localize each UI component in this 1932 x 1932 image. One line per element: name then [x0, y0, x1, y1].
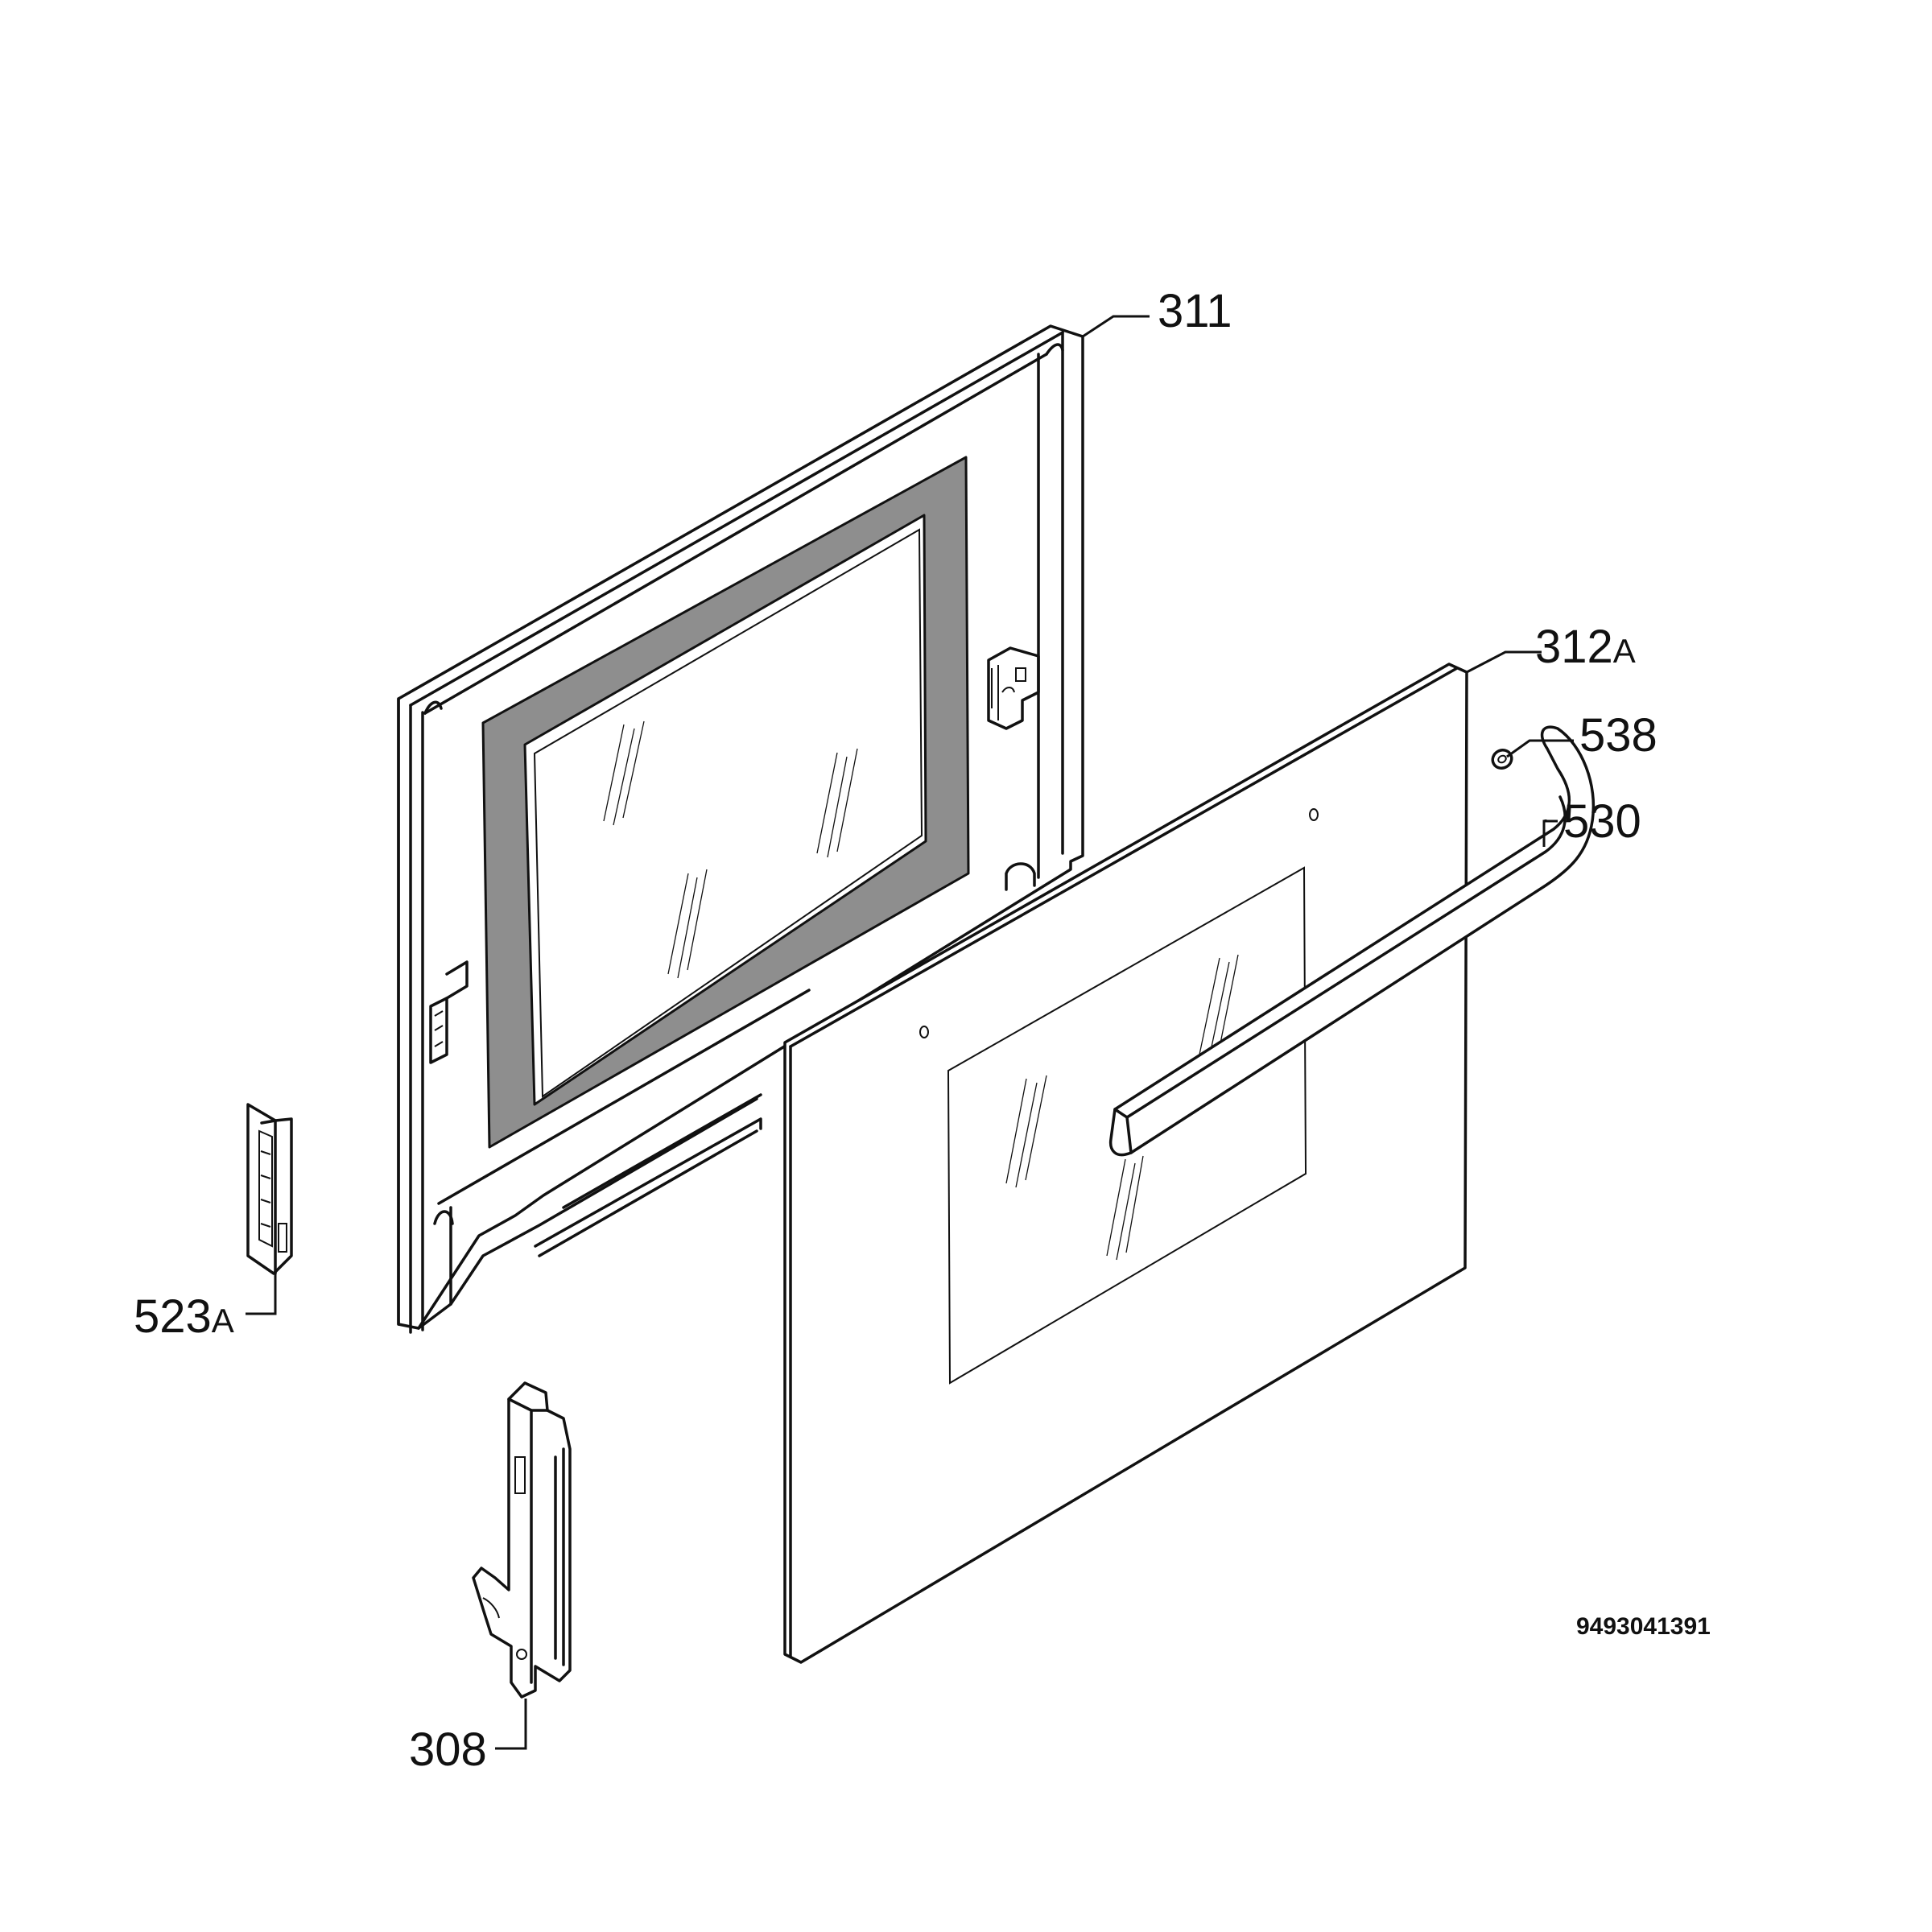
hinge-cover-part-523a [246, 1103, 293, 1275]
label-530: 530 [1563, 795, 1641, 848]
door-handle-part-530 [1108, 725, 1596, 1157]
label-538: 538 [1579, 709, 1657, 762]
outer-door-glass-part-312a [783, 663, 1468, 1664]
document-number: 9493041391 [1576, 1613, 1711, 1640]
label-523a: 523A [134, 1290, 234, 1343]
label-312a-suffix: A [1613, 632, 1636, 670]
small-cap-part-538 [1491, 748, 1513, 770]
part-labels: 311 312A 538 530 523A 308 9493041391 [134, 285, 1711, 1776]
label-311: 311 [1158, 285, 1232, 337]
label-312a-number: 312 [1535, 621, 1613, 673]
leader-lines [246, 315, 1574, 1750]
label-312a: 312A [1535, 621, 1636, 673]
label-523a-suffix: A [212, 1302, 234, 1340]
label-523a-number: 523 [134, 1290, 212, 1343]
hinge-part-308 [472, 1381, 572, 1699]
label-308: 308 [409, 1724, 487, 1776]
door-frame-part-311 [397, 324, 1084, 1334]
